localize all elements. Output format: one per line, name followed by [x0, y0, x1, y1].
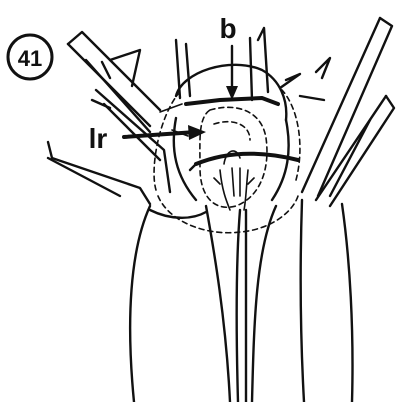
mouth-bar	[190, 151, 298, 170]
left-spines	[48, 32, 170, 204]
figure-number-badge: 41	[8, 35, 52, 79]
figure-number: 41	[18, 46, 42, 71]
label-b-group: b	[219, 13, 238, 100]
trunk	[130, 200, 352, 402]
label-lr: lr	[89, 123, 108, 154]
label-b: b	[219, 13, 236, 44]
central-tube	[214, 168, 254, 210]
right-spines	[250, 18, 394, 206]
